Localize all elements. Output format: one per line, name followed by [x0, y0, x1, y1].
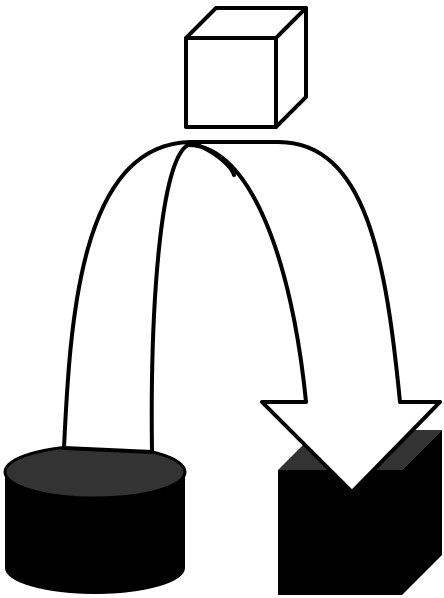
destination-cube-front: [278, 470, 402, 595]
database-cylinder-top: [5, 446, 185, 498]
source-cube-front: [186, 38, 276, 127]
source-cube: [186, 8, 306, 127]
arch-arrow: [64, 142, 440, 492]
database-cylinder: [5, 446, 185, 594]
